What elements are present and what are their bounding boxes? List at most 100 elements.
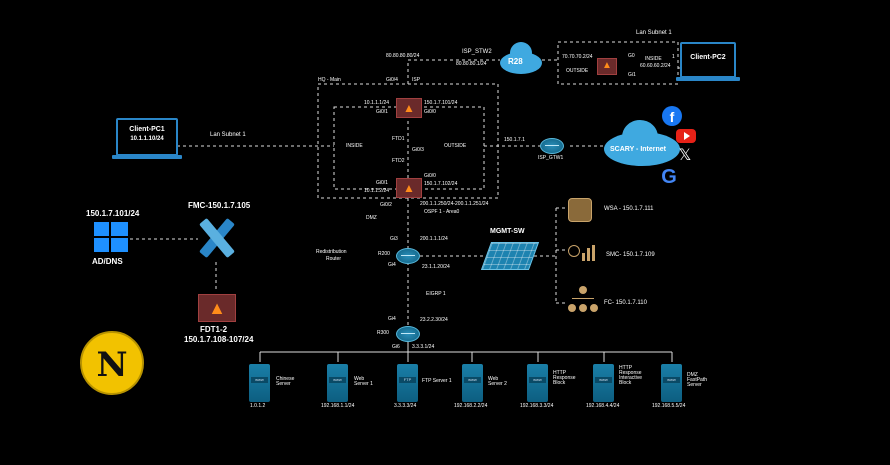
ftd1-firewall[interactable]: ▲ [396,98,422,118]
r300-ip-b: 3.3.3.1/24 [412,344,435,350]
r300-label: R300 [377,330,389,336]
client-pc1-name: Client-PC1 [129,126,165,133]
isp-stw2-ip-a: 80.80.80.80/24 [386,53,420,59]
remote-fw-ip-a: 70.70.70.2/24 [562,54,593,60]
server-ip: 3.3.3.3/24 [394,403,417,409]
r200-ip-a: 200.1.1.1/24 [420,236,448,242]
r300-router[interactable] [396,326,420,342]
r300-gi4: Gi4 [388,316,396,322]
r28-label: R28 [508,57,523,66]
ftd1-label: FTD1 [392,136,405,142]
fw2-gi00: Gi0/0 [424,173,436,179]
server-name: HTTP Response Interactive Block [619,365,643,386]
mgmt-switch[interactable] [480,242,540,270]
isp-gtw1-router[interactable] [540,138,564,154]
server-ip: 1.0.1.2 [250,403,266,409]
r200-label: R200 [378,251,390,257]
pc1-subnet-label: Lan Subnet 1 [210,132,246,138]
server-name: FTP Server 1 [422,378,452,384]
r200-ip-b: 23.1.1.20/24 [422,264,450,270]
fmc-label: FMC-150.1.7.105 [188,201,251,210]
outside-label: OUTSIDE [444,143,467,149]
remote-fw-outside: OUTSIDE [566,68,589,74]
youtube-icon [676,129,696,143]
remote-fw-ip-b: 60.60.60.2/24 [640,63,671,69]
server-ip: 192.168.4.4/24 [586,403,620,409]
r200-gi3: Gi3 [390,236,398,242]
client-pc1-ip: 10.1.1.10/24 [130,136,164,142]
ad-ip: 150.1.7.101/24 [86,209,140,218]
fw2-ip-right: 150.1.7.102/24 [424,181,458,187]
wsa-icon[interactable] [568,198,592,222]
fw2-gi01: Gi0/1 [376,180,388,186]
remote-fw-gi1: Gi1 [628,72,636,78]
client-pc1-laptop[interactable]: Client-PC1 10.1.1.10/24 [112,118,182,162]
r300-ip-a: 23.2.2.30/24 [420,317,448,323]
server-ip: 192.168.3.3/24 [520,403,554,409]
server-web1[interactable]: www [327,364,348,402]
hq-isp: ISP [412,77,421,83]
server-http-interactive[interactable]: www [593,364,614,402]
ftd2-firewall[interactable]: ▲ [396,178,422,198]
hq-title: HQ - Main [318,77,341,83]
dmz-ospf: OSPF 1 - Area0 [424,209,460,215]
r28-cloud[interactable]: R28 [498,40,544,76]
router-label: Router [326,256,342,262]
server-name: Chinese Server [276,376,295,387]
fc-hierarchy-icon[interactable] [566,286,600,314]
dmz-ips: 200.1.1.250/24-200.1.1.251/24 [420,201,489,207]
server-ip: 192.168.5.5/24 [652,403,686,409]
smc-chart-icon[interactable] [568,241,602,261]
remote-fw-num: 1 [672,54,675,60]
hq-gi04: Gi0/4 [386,77,398,83]
inside-label: INSIDE [346,143,363,149]
server-dmz-fastpath[interactable]: www [661,364,682,402]
server-name: Web Server 2 [488,376,507,387]
server-name: HTTP Response Block [553,370,576,386]
eigrp-label: EIGRP 1 [426,291,446,297]
brand-logo: N [80,331,144,395]
server-name: DMZ FastPath Server [687,372,708,388]
dmz-gi02: Gi0/2 [380,202,392,208]
windows-icon[interactable] [94,222,128,254]
remote-fw-inside: INSIDE [645,56,662,62]
x-icon: 𝕏 [678,145,692,164]
remote-fw-g0: G0 [628,53,635,59]
facebook-icon: f [662,106,682,126]
client-pc2-name: Client-PC2 [690,54,726,61]
server-ip: 192.168.1.1/24 [321,403,355,409]
dmz-label: DMZ [366,215,377,221]
ad-label: AD/DNS [92,257,123,266]
r300-gi6: Gi6 [392,344,400,350]
ftd2-label: FTD2 [392,158,405,164]
fmc-icon[interactable] [196,216,236,260]
fc-label: FC- 150.1.7.110 [604,300,647,306]
fdt-firewall[interactable]: ▲ [198,294,236,322]
isp-gtw1-ip: 150.1.7.1 [504,137,525,143]
server-web2[interactable]: www [462,364,483,402]
r200-gi4: Gi4 [388,262,396,268]
pc2-subnet-label: Lan Subnet 1 [636,30,672,36]
wsa-label: WSA - 150.1.7.111 [604,206,654,212]
server-http-block[interactable]: www [527,364,548,402]
google-icon: G [661,166,677,188]
isp-stw2-ip-b: 80.80.80.1/24 [456,61,487,67]
fw1-ip-right: 150.1.7.101/24 [424,100,458,106]
server-name: Web Server 1 [354,376,373,387]
fdt-label: FDT1-2 [200,325,228,334]
mgmt-label: MGMT-SW [490,228,525,235]
server-chinese[interactable]: www [249,364,270,402]
fw1-ip-left: 10.1.1.1/24 [364,100,390,106]
isp-gtw1-label: ISP_GTW1 [538,155,564,161]
server-ip: 192.168.2.2/24 [454,403,488,409]
internet-label: SCARY - Internet [610,146,667,153]
fw2-ip-left: 10.1.1.2/24 [364,188,390,194]
r200-router[interactable] [396,248,420,264]
smc-label: SMC- 150.1.7.109 [606,252,655,258]
internet-cloud[interactable]: SCARY - Internet [604,118,682,168]
fdt-ips: 150.1.7.108-107/24 [184,335,254,344]
remote-firewall[interactable]: ▲ [597,58,617,75]
server-ftp1[interactable]: FTP [397,364,418,402]
client-pc2-laptop[interactable]: Client-PC2 [676,42,740,86]
